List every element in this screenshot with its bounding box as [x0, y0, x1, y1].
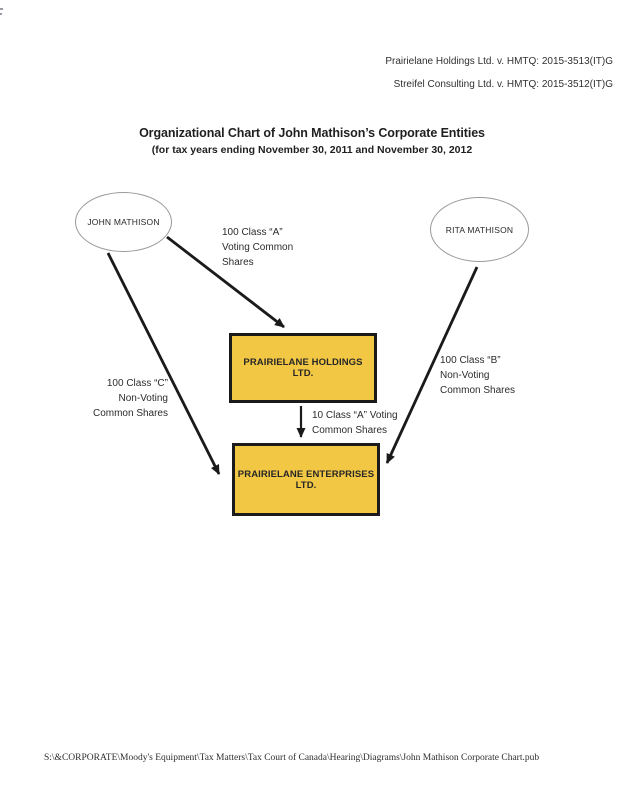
- edge-label-line: Common Shares: [92, 408, 168, 419]
- case-citations: Prairielane Holdings Ltd. v. HMTQ: 2015-…: [385, 50, 613, 96]
- edge-label-class-a-voting: 100 Class “A” Voting Common Shares: [222, 225, 293, 270]
- node-prairielane-enterprises-label: PRAIRIELANE ENTERPRISES LTD.: [237, 468, 375, 491]
- edge-label-line: Non-Voting: [118, 393, 168, 404]
- edge-label-line: Common Shares: [312, 425, 388, 436]
- citation-line-2: Streifel Consulting Ltd. v. HMTQ: 2015-3…: [393, 79, 613, 90]
- edge-label-class-b-nonvoting: 100 Class “B” Non-Voting Common Shares: [440, 353, 515, 398]
- node-prairielane-holdings: PRAIRIELANE HOLDINGS LTD.: [229, 333, 377, 403]
- scan-artifact: [0, 13, 2, 15]
- edge-label-line: 100 Class “C”: [106, 378, 168, 389]
- edge-label-line: Common Shares: [440, 385, 516, 396]
- edge-label-line: 10 Class “A” Voting: [312, 410, 398, 421]
- node-john-mathison: JOHN MATHISON: [75, 192, 172, 252]
- node-prairielane-holdings-label: PRAIRIELANE HOLDINGS LTD.: [243, 357, 363, 379]
- page-title: Organizational Chart of John Mathison’s …: [139, 126, 485, 140]
- edge-label-line: 100 Class “A”: [222, 227, 283, 238]
- node-prairielane-enterprises: PRAIRIELANE ENTERPRISES LTD.: [232, 443, 380, 516]
- citation-line-1: Prairielane Holdings Ltd. v. HMTQ: 2015-…: [385, 56, 613, 67]
- footer-file-path: S:\&CORPORATE\Moody's Equipment\Tax Matt…: [44, 753, 540, 763]
- edge-label-class-c-nonvoting: 100 Class “C” Non-Voting Common Shares: [80, 376, 168, 421]
- edge-label-line: Shares: [222, 257, 254, 268]
- page-subtitle: (for tax years ending November 30, 2011 …: [151, 144, 473, 156]
- edge-label-line: 100 Class “B”: [440, 355, 501, 366]
- edge-label-line: Voting Common: [222, 242, 294, 253]
- node-john-mathison-label: JOHN MATHISON: [87, 217, 160, 227]
- node-rita-mathison: RITA MATHISON: [430, 197, 529, 262]
- scan-artifact: [0, 8, 3, 10]
- title-block: Organizational Chart of John Mathison’s …: [0, 126, 624, 156]
- edge-label-line: Non-Voting: [440, 370, 490, 381]
- node-rita-mathison-label: RITA MATHISON: [445, 224, 514, 235]
- edge-label-class-a-10-voting: 10 Class “A” Voting Common Shares: [312, 408, 398, 438]
- arrow-john-to-enterprises: [106, 252, 221, 475]
